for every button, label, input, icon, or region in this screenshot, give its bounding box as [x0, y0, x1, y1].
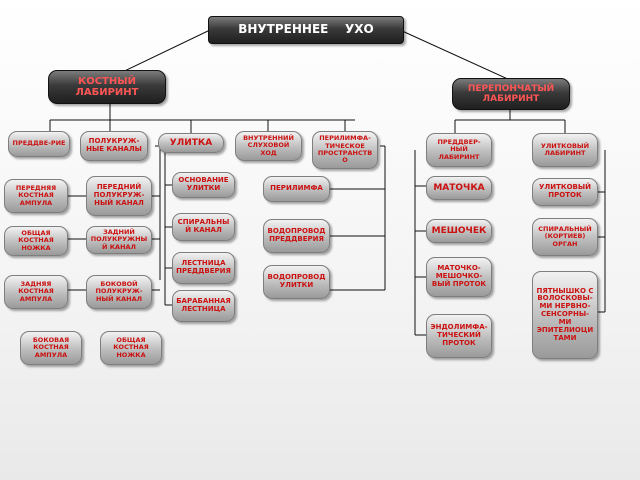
- perilymph-node: ПЕРИЛИМФА: [263, 176, 330, 202]
- common-crus-2-node: ОБЩАЯ КОСТНАЯ НОЖКА: [100, 331, 162, 365]
- endolymphatic-duct-node: ЭНДОЛИМФА-ТИЧЕСКИЙ ПРОТОК: [426, 314, 492, 358]
- common-crus-node: ОБЩАЯ КОСТНАЯ НОЖКА: [4, 226, 68, 256]
- cochlear-aqueduct-node: ВОДОПРОВОД УЛИТКИ: [263, 265, 330, 299]
- internal-meatus-node: ВНУТРЕННИЙ СЛУХОВОЙ ХОД: [235, 131, 302, 161]
- posterior-canal-node: ЗАДНИЙ ПОЛУКРУЖНЫЙ КАНАЛ: [86, 226, 152, 254]
- anterior-canal-node: ПЕРЕДНИЙ ПОЛУКРУЖ-НЫЙ КАНАЛ: [86, 176, 152, 216]
- scala-vestibuli-node: ЛЕСТНИЦА ПРЕДДВЕРИЯ: [172, 252, 235, 284]
- spiral-canal-node: СПИРАЛЬНЫЙ КАНАЛ: [172, 213, 235, 241]
- bony-labyrinth-node: КОСТНЫЙ ЛАБИРИНТ: [48, 70, 166, 104]
- membranous-labyrinth-node: ПЕРЕПОНЧАТЫЙ ЛАБИРИНТ: [452, 78, 570, 110]
- posterior-ampulla-node: ЗАДНЯЯ КОСТНАЯ АМПУЛА: [4, 275, 68, 309]
- lateral-ampulla-node: БОКОВАЯ КОСТНАЯ АМПУЛА: [20, 331, 82, 365]
- utricle-node: МАТОЧКА: [426, 176, 492, 200]
- scala-tympani-node: БАРАБАННАЯ ЛЕСТНИЦА: [172, 290, 235, 322]
- anterior-ampulla-node: ПЕРЕДНЯЯ КОСТНАЯ АМПУЛА: [4, 179, 68, 213]
- cochlear-labyrinth-node: УЛИТКОВЫЙ ЛАБИРИНТ: [532, 133, 598, 167]
- utriculosaccular-duct-node: МАТОЧКО-МЕШОЧКО-ВЫЙ ПРОТОК: [426, 257, 492, 297]
- cochlea-base-node: ОСНОВАНИЕ УЛИТКИ: [172, 172, 235, 198]
- semicircular-canals-node: ПОЛУКРУЖ-НЫЕ КАНАЛЫ: [80, 131, 148, 161]
- organ-of-corti-node: СПИРАЛЬНЫЙ (КОРТИЕВ) ОРГАН: [532, 218, 598, 256]
- saccule-node: МЕШОЧЕК: [426, 219, 492, 243]
- vestibular-aqueduct-node: ВОДОПРОВОД ПРЕДДВЕРИЯ: [263, 219, 330, 253]
- vestibular-labyrinth-node: ПРЕДДВЕР-НЫЙ ЛАБИРИНТ: [426, 133, 492, 167]
- root-inner-ear: ВНУТРЕННЕЕ УХО: [208, 16, 404, 44]
- vestibule-node: ПРЕДДВЕ-РИЕ: [8, 131, 70, 157]
- perilymph-space-node: ПЕРИЛИМФА-ТИЧЕСКОЕ ПРОСТРАНСТВО: [312, 131, 378, 169]
- hair-cells-node: ПЯТНЫШКО С ВОЛОСКОВЫ-МИ НЕРВНО-СЕНСОРНЫ-…: [532, 271, 598, 359]
- cochlear-duct-node: УЛИТКОВЫЙ ПРОТОК: [532, 178, 598, 206]
- lateral-canal-node: БОКОВОЙ ПОЛУКРУЖ-НЫЙ КАНАЛ: [86, 275, 152, 309]
- cochlea-node: УЛИТКА: [158, 133, 224, 153]
